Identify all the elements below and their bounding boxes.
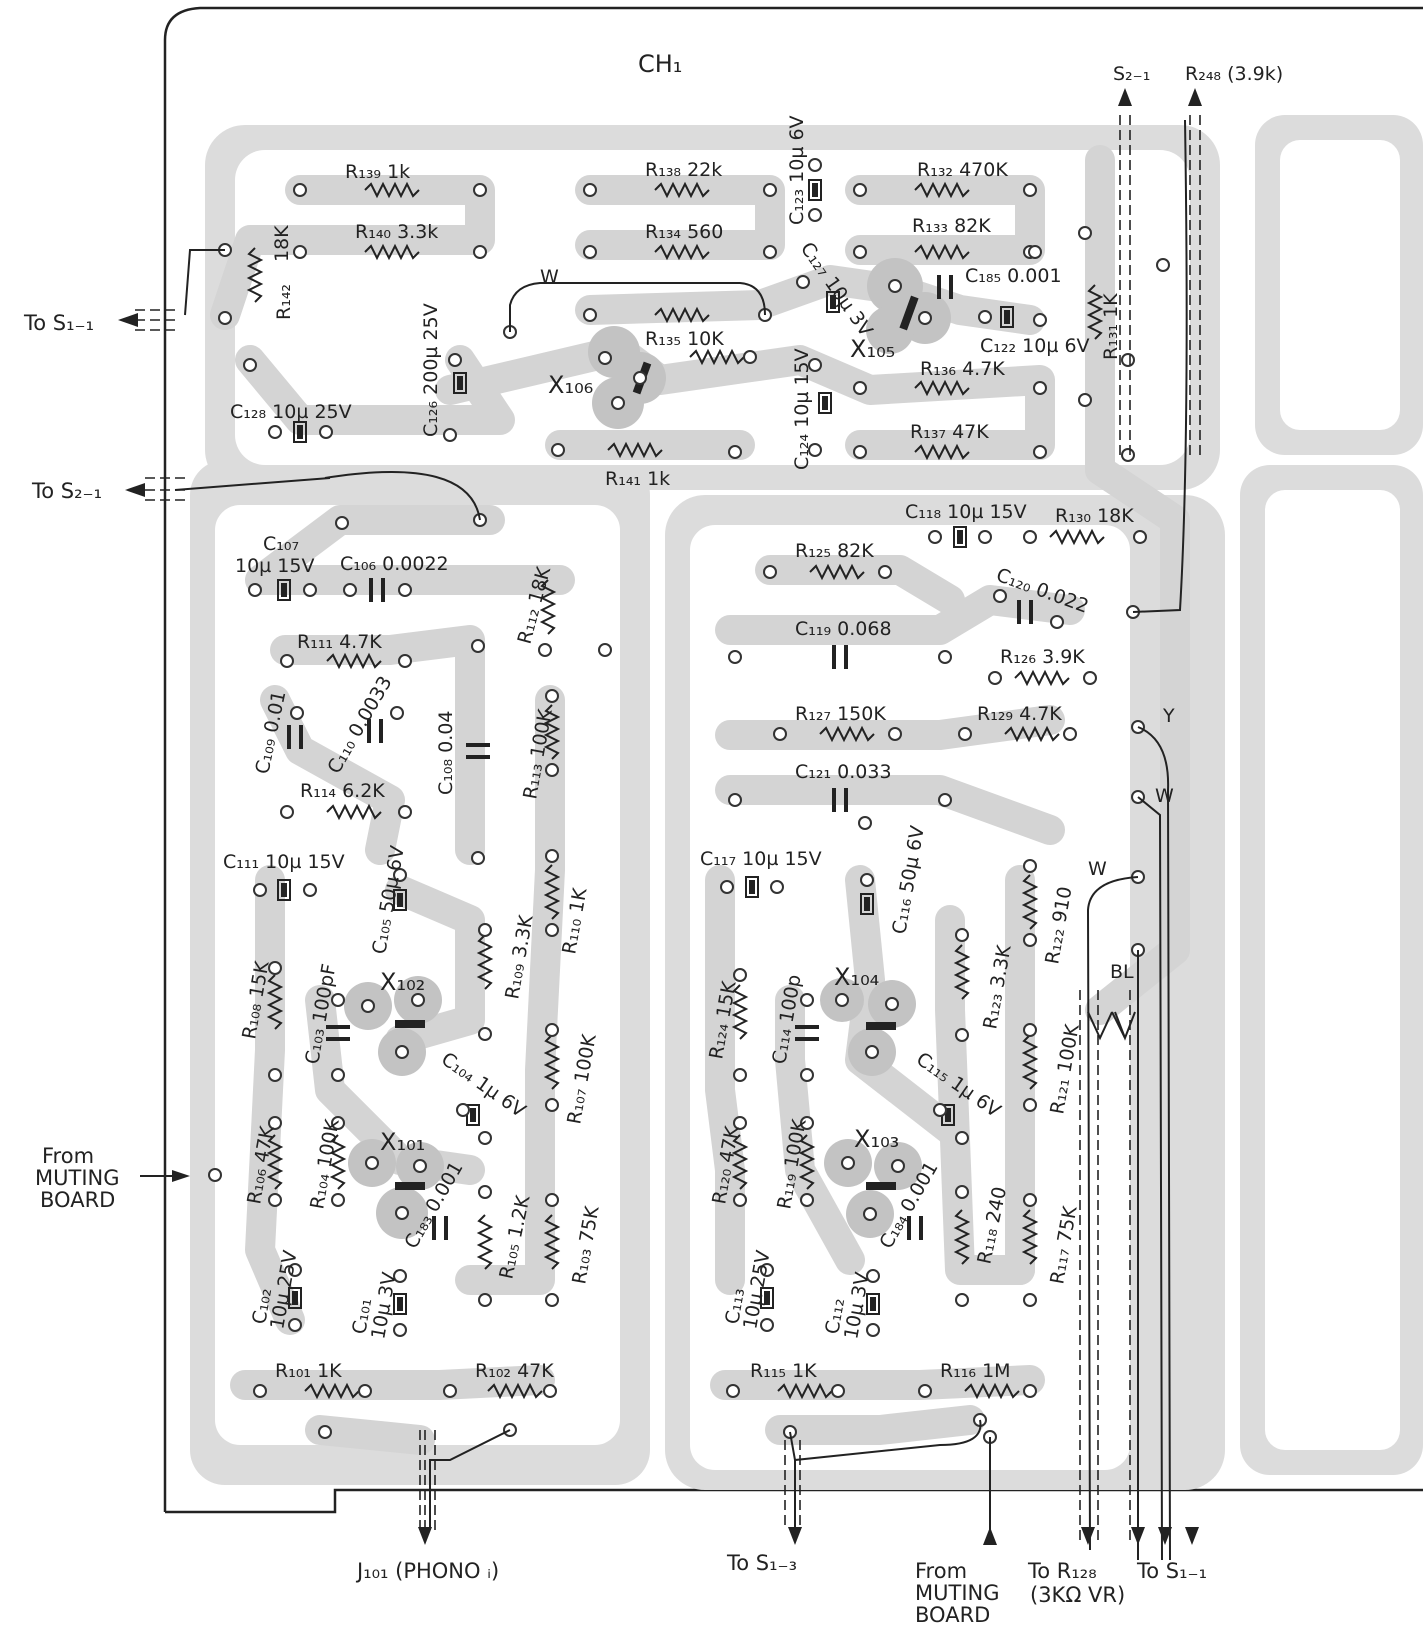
label-to-r128: To R₁₂₈ [1027, 1559, 1097, 1583]
wire-label-bl: BL [1110, 961, 1134, 983]
label-r134: R₁₃₄ 560 [645, 221, 723, 243]
label-to-s21-left: To S₂₋₁ [31, 479, 102, 503]
board-title: CH₁ [638, 50, 682, 78]
label-r135: R₁₃₅ 10K [645, 328, 724, 350]
label-r142-value: 18K [271, 225, 293, 262]
label-c185: C₁₈₅ 0.001 [965, 265, 1062, 287]
label-from-muting-b1: From [915, 1559, 967, 1583]
label-c111: C₁₁₁ 10µ 15V [223, 851, 345, 873]
terminal-arrows [118, 88, 1202, 1545]
label-r116: R₁₁₆ 1M [940, 1360, 1011, 1382]
label-r114: R₁₁₄ 6.2K [300, 780, 385, 802]
label-r248: R₂₄₈ (3.9k) [1185, 63, 1283, 85]
transistor-x106: X₁₀₆ [548, 371, 593, 399]
label-r111: R₁₁₁ 4.7K [297, 631, 382, 653]
transistor-x101: X₁₀₁ [380, 1128, 425, 1156]
transistor-x105: X₁₀₅ [850, 335, 895, 363]
label-r126: R₁₂₆ 3.9K [1000, 646, 1085, 668]
label-r101: R₁₀₁ 1K [275, 1360, 342, 1382]
label-r142: R₁₄₂ [273, 284, 295, 320]
label-to-s11-bottom: To S₁₋₁ [1136, 1559, 1207, 1583]
wire-label-y: Y [1162, 705, 1175, 727]
solder-pads [208, 158, 1170, 1444]
label-r125: R₁₂₅ 82K [795, 540, 874, 562]
label-to-s13: To S₁₋₃ [726, 1551, 797, 1575]
label-r137: R₁₃₇ 47K [910, 421, 989, 443]
label-c126: C₁₂₆ 200µ 25V [420, 303, 442, 437]
label-r127: R₁₂₇ 150K [795, 703, 886, 725]
label-c122: C₁₂₂ 10µ 6V [980, 335, 1090, 357]
label-r133: R₁₃₃ 82K [912, 215, 991, 237]
label-s21-top: S₂₋₁ [1113, 63, 1150, 85]
bl-switch [1114, 1011, 1136, 1041]
wire-label-w-top: W [540, 266, 559, 288]
label-r130: R₁₃₀ 18K [1055, 505, 1134, 527]
label-c121: C₁₂₁ 0.033 [795, 761, 892, 783]
label-r136: R₁₃₆ 4.7K [920, 358, 1005, 380]
label-from-muting-1: From [42, 1144, 94, 1168]
label-r131: R₁₃₁ 1K [1100, 293, 1122, 360]
label-from-muting-b2: MUTING [915, 1581, 1000, 1605]
label-r129: R₁₂₉ 4.7K [977, 703, 1062, 725]
label-c119: C₁₁₉ 0.068 [795, 618, 892, 640]
label-from-muting-b3: BOARD [915, 1603, 990, 1627]
label-c107-value: 10µ 15V [235, 555, 314, 577]
label-from-muting-3: BOARD [40, 1188, 115, 1212]
label-c106: C₁₀₆ 0.0022 [340, 553, 449, 575]
label-c124: C₁₂₄ 10µ 15V [791, 348, 813, 470]
label-r132: R₁₃₂ 470K [917, 159, 1008, 181]
label-to-r128-vr: (3KΩ VR) [1030, 1583, 1125, 1607]
label-c118: C₁₁₈ 10µ 15V [905, 501, 1027, 523]
label-c108: C₁₀₈ 0.04 [435, 711, 457, 795]
transistor-x103: X₁₀₃ [854, 1125, 899, 1153]
label-from-muting-2: MUTING [35, 1166, 120, 1190]
wire-label-w1: W [1155, 785, 1174, 807]
label-c117: C₁₁₇ 10µ 15V [700, 848, 822, 870]
wire-label-w2: W [1088, 858, 1107, 880]
label-c123: C₁₂₃ 10µ 6V [786, 115, 808, 225]
label-r139: R₁₃₉ 1k [345, 161, 410, 183]
label-c128: C₁₂₈ 10µ 25V [230, 401, 352, 423]
label-r102: R₁₀₂ 47K [475, 1360, 554, 1382]
jumper-wires [174, 119, 1188, 1561]
label-c107: C₁₀₇ [263, 533, 299, 555]
label-r140: R₁₄₀ 3.3k [355, 221, 438, 243]
label-to-s11-left: To S₁₋₁ [23, 311, 94, 335]
label-r138: R₁₃₈ 22k [645, 159, 722, 181]
label-r115: R₁₁₅ 1K [750, 1360, 817, 1382]
label-r141: R₁₄₁ 1k [605, 468, 670, 490]
transistor-x102: X₁₀₂ [380, 968, 425, 996]
label-j101: J₁₀₁ (PHONO ᵢ) [355, 1559, 499, 1583]
transistor-x104: X₁₀₄ [834, 963, 879, 991]
terminal-leads [130, 115, 1201, 1540]
